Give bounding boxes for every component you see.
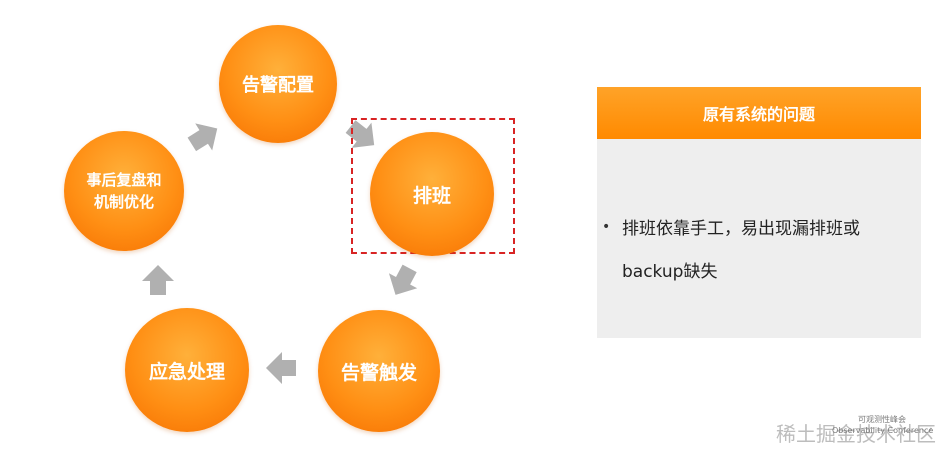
- bullet-text-line1: 排班依靠手工，易出现漏排班或: [622, 219, 860, 239]
- conference-name-en: Observability Conference: [832, 426, 934, 435]
- arrow-trigger-to-emergency: [266, 352, 296, 384]
- node-review-line2: 机制优化: [93, 193, 154, 211]
- arrow-schedule-to-trigger: [388, 264, 418, 295]
- problem-panel-body: [597, 139, 921, 338]
- node-schedule: 排班: [370, 132, 494, 256]
- node-alarm-config: 告警配置: [219, 25, 337, 143]
- node-review-label: 事后复盘和 机制优化: [82, 169, 166, 213]
- watermark-text: 稀土掘金技术社区: [776, 422, 936, 446]
- problem-panel-header: 原有系统的问题: [597, 87, 921, 139]
- bullet-text-line2: backup缺失: [622, 262, 718, 282]
- node-emergency-label: 应急处理: [148, 360, 225, 383]
- bullet-marker: •: [602, 219, 611, 235]
- node-schedule-label: 排班: [412, 184, 451, 207]
- arrow-review-to-config: [187, 123, 218, 152]
- problem-panel-title: 原有系统的问题: [702, 105, 815, 124]
- node-alarm-config-label: 告警配置: [242, 75, 314, 96]
- arrow-emergency-to-review: [142, 265, 174, 295]
- node-review-line1: 事后复盘和: [86, 171, 162, 189]
- conference-name-cn: 可观测性峰会: [858, 415, 906, 424]
- node-alarm-trigger-label: 告警触发: [340, 361, 417, 384]
- conference-logo-text: 可观测性峰会 Observability Conference: [832, 414, 934, 436]
- node-alarm-trigger: 告警触发: [318, 310, 440, 432]
- node-review: 事后复盘和 机制优化: [64, 131, 184, 251]
- node-emergency: 应急处理: [125, 308, 249, 432]
